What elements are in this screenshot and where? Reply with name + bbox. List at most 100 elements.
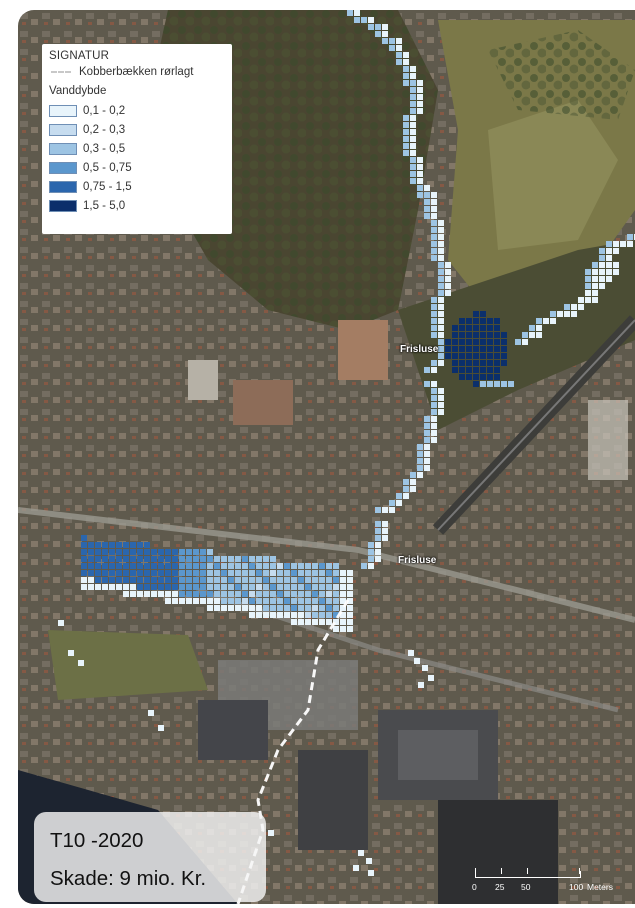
flood-cell [382, 507, 388, 513]
flood-cell [473, 367, 479, 373]
flood-cell [599, 283, 605, 289]
flood-cell [340, 577, 346, 583]
flood-cell [158, 725, 164, 731]
flood-cell [438, 255, 444, 261]
flood-cell [480, 318, 486, 324]
flood-cell [158, 591, 164, 597]
flood-cell [375, 535, 381, 541]
flood-cell [109, 577, 115, 583]
flood-cell [144, 563, 150, 569]
flood-cell [431, 248, 437, 254]
flood-cell [165, 598, 171, 604]
flood-cell [291, 584, 297, 590]
flood-cell [438, 283, 444, 289]
flood-cell [263, 577, 269, 583]
flood-cell [123, 549, 129, 555]
flood-cell [424, 465, 430, 471]
flood-cell [410, 94, 416, 100]
flood-cell [459, 332, 465, 338]
flood-cell [200, 556, 206, 562]
flood-cell [298, 591, 304, 597]
flood-cell [564, 304, 570, 310]
flood-cell [452, 367, 458, 373]
flood-cell [403, 486, 409, 492]
flood-cell [382, 24, 388, 30]
flood-cell [410, 129, 416, 135]
flood-cell [382, 528, 388, 534]
flood-cell [417, 164, 423, 170]
flood-cell [515, 339, 521, 345]
legend-class: 0,3 - 0,5 [49, 139, 225, 158]
flood-cell [473, 374, 479, 380]
flood-cell [277, 584, 283, 590]
flood-cell [424, 367, 430, 373]
flood-cell [214, 584, 220, 590]
flood-cell [242, 591, 248, 597]
flood-cell [186, 591, 192, 597]
flood-cell [487, 318, 493, 324]
flood-cell [151, 563, 157, 569]
flood-cell [417, 472, 423, 478]
flood-cell [438, 304, 444, 310]
flood-cell [543, 318, 549, 324]
scale-tick [579, 868, 580, 874]
flood-cell [95, 549, 101, 555]
flood-cell [263, 612, 269, 618]
flood-cell [382, 521, 388, 527]
flood-cell [396, 500, 402, 506]
flood-cell [109, 542, 115, 548]
flood-cell [214, 577, 220, 583]
flood-cell [81, 584, 87, 590]
flood-cell [389, 38, 395, 44]
flood-cell [277, 605, 283, 611]
flood-cell [431, 332, 437, 338]
flood-cell [214, 605, 220, 611]
flood-cell [480, 346, 486, 352]
flood-cell [200, 577, 206, 583]
flood-cell [291, 591, 297, 597]
flood-cell [368, 17, 374, 23]
flood-cell [319, 570, 325, 576]
flood-cell [438, 262, 444, 268]
flood-cell [494, 381, 500, 387]
flood-cell [144, 591, 150, 597]
legend-class: 0,5 - 0,75 [49, 158, 225, 177]
flood-cell [165, 556, 171, 562]
flood-cell [340, 612, 346, 618]
flood-cell [284, 584, 290, 590]
flood-cell [235, 570, 241, 576]
flood-cell [305, 605, 311, 611]
flood-cell [592, 290, 598, 296]
flood-cell [242, 584, 248, 590]
flood-cell [466, 346, 472, 352]
flood-cell [172, 570, 178, 576]
flood-cell [235, 598, 241, 604]
flood-cell [592, 269, 598, 275]
map-view[interactable] [18, 10, 635, 904]
flood-cell [613, 248, 619, 254]
flood-cell [452, 353, 458, 359]
legend-class: 1,5 - 5,0 [49, 196, 225, 215]
flood-cell [473, 318, 479, 324]
flood-cell [382, 31, 388, 37]
flood-cell [431, 220, 437, 226]
flood-cell [58, 620, 64, 626]
flood-cell [298, 570, 304, 576]
flood-cell [438, 297, 444, 303]
flood-cell [214, 563, 220, 569]
flood-cell [263, 598, 269, 604]
flood-cell [431, 192, 437, 198]
flood-cell [403, 80, 409, 86]
flood-cell [452, 339, 458, 345]
scale-tick [527, 868, 528, 874]
flood-cell [557, 311, 563, 317]
flood-cell [410, 171, 416, 177]
flood-cell [403, 122, 409, 128]
flood-cell [431, 395, 437, 401]
flood-cell [403, 479, 409, 485]
flood-cell [228, 556, 234, 562]
flood-cell [137, 556, 143, 562]
flood-cell [207, 570, 213, 576]
flood-cell [326, 619, 332, 625]
flood-cell [410, 479, 416, 485]
